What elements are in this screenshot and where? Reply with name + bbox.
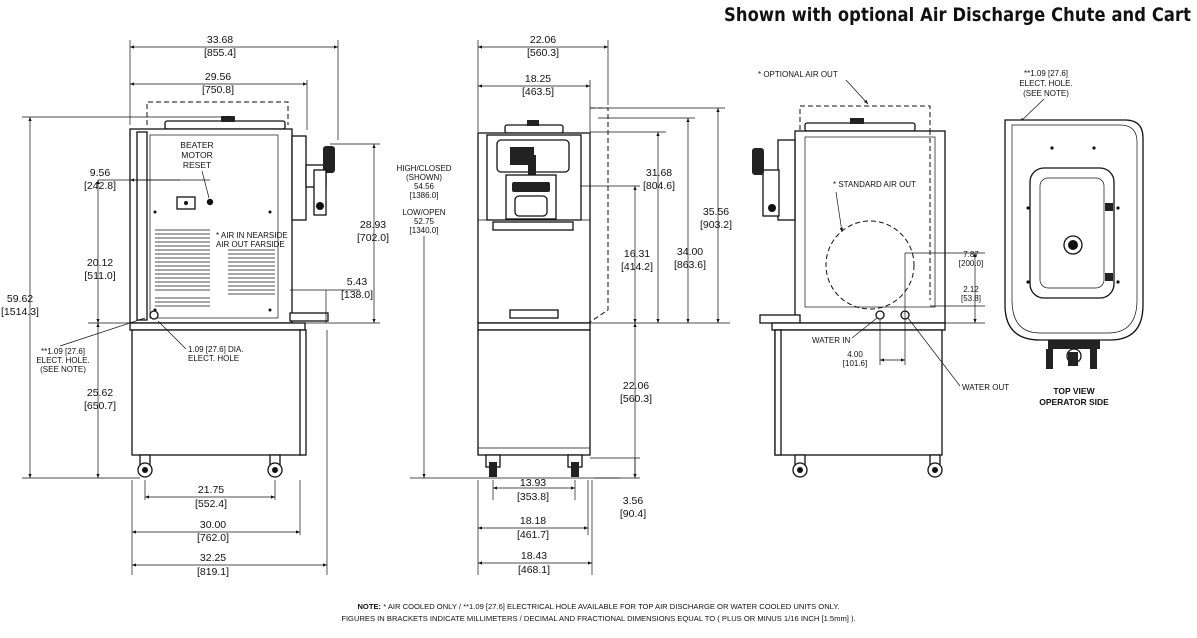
dim-label: [242.8] (84, 180, 116, 192)
top-view-caption: OPERATOR SIDE (1039, 397, 1109, 407)
dim-label: [200.0] (959, 259, 983, 268)
dim-label: [414.2] (621, 261, 653, 273)
note-line-1: NOTE: * AIR COOLED ONLY / **1.09 [27.6] … (0, 601, 1197, 613)
dim-label: 25.62 (87, 387, 113, 399)
dim-label: [819.1] (197, 566, 229, 578)
dimension-drawing: 33.68 [855.4] 29.56 [750.8] (1, 34, 1144, 578)
dim-label: [650.7] (84, 400, 116, 412)
front-view: 22.06 [560.3] 18.25 [463.5] HIGH/CLOSED … (396, 34, 732, 576)
water-out-label: WATER OUT (962, 383, 1009, 392)
dim-label: 3.56 (623, 495, 644, 507)
dim-label: [560.3] (620, 393, 652, 405)
air-note: * AIR IN NEARSIDE (216, 231, 288, 240)
dim-label: 22.06 (623, 380, 649, 392)
dim-label: [90.4] (620, 508, 646, 520)
dim-label: [804.6] (643, 180, 675, 192)
water-in-label: WATER IN (812, 336, 850, 345)
dim-label: 33.68 (207, 34, 233, 46)
reset-label: RESET (183, 160, 211, 170)
handle-height-label: 52.75 (414, 217, 435, 226)
top-view: **1.09 [27.6] ELECT. HOLE. (SEE NOTE) TO… (1004, 69, 1144, 407)
note-label: NOTE: (357, 602, 382, 611)
dim-label: 18.18 (520, 515, 546, 527)
dim-label: [750.8] (202, 84, 234, 96)
elect-hole-note: ELECT. HOLE. (1019, 79, 1072, 88)
dim-label: [138.0] (341, 289, 373, 301)
dim-label: 34.00 (677, 246, 703, 258)
page-title: Shown with optional Air Discharge Chute … (723, 4, 1191, 26)
dim-label: 29.56 (205, 71, 231, 83)
dim-label: [511.0] (84, 270, 115, 282)
dim-label: [855.4] (204, 47, 236, 59)
dim-label: 18.25 (525, 73, 551, 85)
elect-hole-note: **1.09 [27.6] (41, 347, 85, 356)
dim-label: [1514.3] (1, 306, 39, 318)
dim-label: 30.00 (200, 519, 226, 531)
dim-label: 59.62 (7, 293, 33, 305)
dim-label: 21.75 (198, 484, 224, 496)
reset-label: BEATER (180, 140, 213, 150)
dim-label: 2.12 (963, 285, 979, 294)
handle-height-label: [1386.0] (410, 191, 439, 200)
dim-label: 28.93 (360, 219, 386, 231)
dim-label: [903.2] (700, 219, 732, 231)
note-text: * AIR COOLED ONLY / **1.09 [27.6] ELECTR… (383, 602, 840, 611)
dim-label: 31.68 (646, 167, 672, 179)
dim-label: [53.8] (961, 294, 981, 303)
dim-label: [101.6] (843, 359, 867, 368)
elect-hole-note: ELECT. HOLE. (36, 356, 89, 365)
dim-label: 9.56 (90, 167, 111, 179)
handle-height-label: HIGH/CLOSED (396, 164, 451, 173)
dim-label: 22.06 (530, 34, 556, 46)
dim-label: 35.56 (703, 206, 729, 218)
dim-label: [560.3] (527, 47, 559, 59)
handle-height-label: 54.56 (414, 182, 435, 191)
standard-air-out-label: * STANDARD AIR OUT (833, 180, 916, 189)
handle-height-label: (SHOWN) (406, 173, 442, 182)
dim-label: [353.8] (517, 491, 549, 503)
dim-label: 7.87 (963, 250, 979, 259)
dim-label: [463.5] (522, 86, 554, 98)
dim-label: [552.4] (195, 498, 227, 510)
elect-hole-note: (SEE NOTE) (1023, 89, 1069, 98)
note-line-2: FIGURES IN BRACKETS INDICATE MILLIMETERS… (0, 613, 1197, 625)
dim-label: 20.12 (87, 257, 113, 269)
note-text: FIGURES IN BRACKETS INDICATE MILLIMETERS… (341, 614, 856, 623)
handle-height-label: [1340.0] (410, 226, 439, 235)
dim-label: [762.0] (197, 532, 229, 544)
dim-label: 16.31 (624, 248, 650, 260)
top-view-caption: TOP VIEW (1053, 386, 1095, 396)
elect-hole-note: (SEE NOTE) (40, 365, 86, 374)
reset-label: MOTOR (181, 150, 212, 160)
elect-hole-note: **1.09 [27.6] (1024, 69, 1068, 78)
dim-label: [702.0] (357, 232, 389, 244)
dim-label: [461.7] (517, 529, 549, 541)
elect-hole-label: ELECT. HOLE (188, 354, 239, 363)
dim-label: 13.93 (520, 477, 546, 489)
dim-label: 32.25 (200, 552, 226, 564)
air-note: AIR OUT FARSIDE (216, 240, 285, 249)
dim-label: 5.43 (347, 276, 368, 288)
dim-label: [863.6] (674, 259, 706, 271)
dim-label: 4.00 (847, 350, 863, 359)
elect-hole-label: 1.09 [27.6] DIA. (188, 345, 244, 354)
right-side-view: * OPTIONAL AIR OUT * STANDARD AIR OUT 4.… (752, 70, 1009, 478)
dim-label: 18.43 (521, 550, 547, 562)
optional-air-out-label: * OPTIONAL AIR OUT (758, 70, 838, 79)
handle-height-label: LOW/OPEN (402, 208, 445, 217)
left-side-view: 33.68 [855.4] 29.56 [750.8] (1, 34, 389, 578)
dim-label: [468.1] (518, 564, 550, 576)
